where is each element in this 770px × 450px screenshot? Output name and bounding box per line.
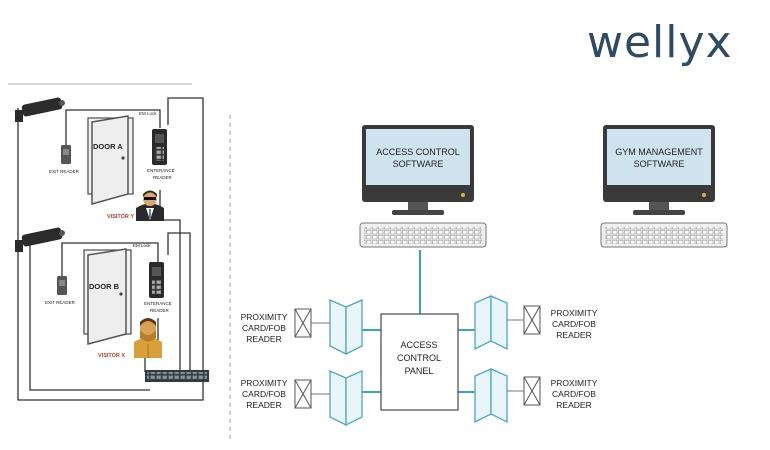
door-label: DOOR B: [89, 282, 120, 291]
panel-label: CONTROL: [397, 353, 441, 363]
door-symbol-icon: [474, 368, 508, 424]
reader-label: PROXIMITY: [241, 312, 288, 322]
reader-label: PROXIMITY: [551, 308, 598, 318]
reader-label: READER: [556, 330, 591, 340]
brand-logo: wellyx: [587, 17, 733, 68]
reader-label: CARD/FOB: [552, 319, 596, 329]
door-symbol-icon: [329, 370, 363, 427]
gym-management-computer: GYM MANAGEMENT SOFTWARE: [600, 125, 728, 248]
exit-reader-label: EXIT READER: [45, 300, 76, 305]
right-panel: ACCESS CONTROL SOFTWARE GYM MANAGEMENT S…: [241, 125, 728, 427]
reader-label: READER: [246, 334, 281, 344]
entrance-reader-label: READER: [150, 308, 170, 313]
door-b: DOOR B EM Lock EXIT READER ENTERANCE REA…: [45, 243, 172, 359]
card-reader-icon: [294, 308, 330, 338]
visitor-icon: [134, 318, 162, 358]
reader-label: PROXIMITY: [241, 378, 288, 388]
connectors: [362, 250, 475, 393]
visitor-icon: [136, 190, 164, 221]
entrance-reader-label: ENTERANCE: [144, 301, 172, 306]
reader-label: CARD/FOB: [242, 389, 286, 399]
visitor-label: VISITOR Y: [107, 214, 134, 220]
software-label: ACCESS CONTROL: [376, 147, 460, 157]
cctv-camera-icon: [15, 227, 65, 252]
entrance-reader-label: READER: [153, 175, 173, 180]
em-lock-label: EM Lock: [139, 111, 157, 116]
controller-board-icon: [145, 370, 209, 382]
card-reader-icon: [294, 379, 330, 409]
reader-label-group: PROXIMITY CARD/FOB READER: [241, 378, 288, 410]
card-reader-icon: [507, 305, 541, 335]
reader-label-group: PROXIMITY CARD/FOB READER: [551, 378, 598, 410]
reader-label: CARD/FOB: [552, 389, 596, 399]
visitor-label: VISITOR X: [98, 353, 125, 359]
door-leaf: [87, 248, 127, 345]
reader-label: READER: [246, 400, 281, 410]
door-symbol-icon: [474, 295, 508, 351]
software-label: SOFTWARE: [393, 159, 444, 169]
left-panel: DOOR A EM Lock EXIT READER ENTERANCE REA…: [8, 83, 231, 440]
reader-label: PROXIMITY: [551, 378, 598, 388]
monitor-screen: [366, 129, 470, 185]
cctv-camera-icon: [15, 97, 65, 122]
panel-label: ACCESS: [400, 340, 437, 350]
reader-label: READER: [556, 400, 591, 410]
entrance-reader-label: ENTERANCE: [147, 168, 175, 173]
card-reader-icon: [507, 376, 541, 406]
door-symbol-icon: [329, 299, 363, 356]
monitor-screen: [607, 129, 711, 185]
door-leaf: [91, 115, 129, 205]
access-control-panel: [380, 313, 459, 411]
software-label: GYM MANAGEMENT: [615, 147, 703, 157]
reader-label-group: PROXIMITY CARD/FOB READER: [551, 308, 598, 340]
door-label: DOOR A: [93, 142, 123, 151]
reader-label-group: PROXIMITY CARD/FOB READER: [241, 312, 288, 344]
reader-label: CARD/FOB: [242, 323, 286, 333]
exit-reader-label: EXIT READER: [49, 169, 80, 174]
software-label: SOFTWARE: [634, 159, 685, 169]
em-lock-label: EM Lock: [133, 243, 151, 248]
door-a: DOOR A EM Lock EXIT READER ENTERANCE REA…: [49, 111, 175, 221]
access-control-computer: ACCESS CONTROL SOFTWARE: [359, 125, 487, 248]
panel-label: PANEL: [405, 366, 434, 376]
